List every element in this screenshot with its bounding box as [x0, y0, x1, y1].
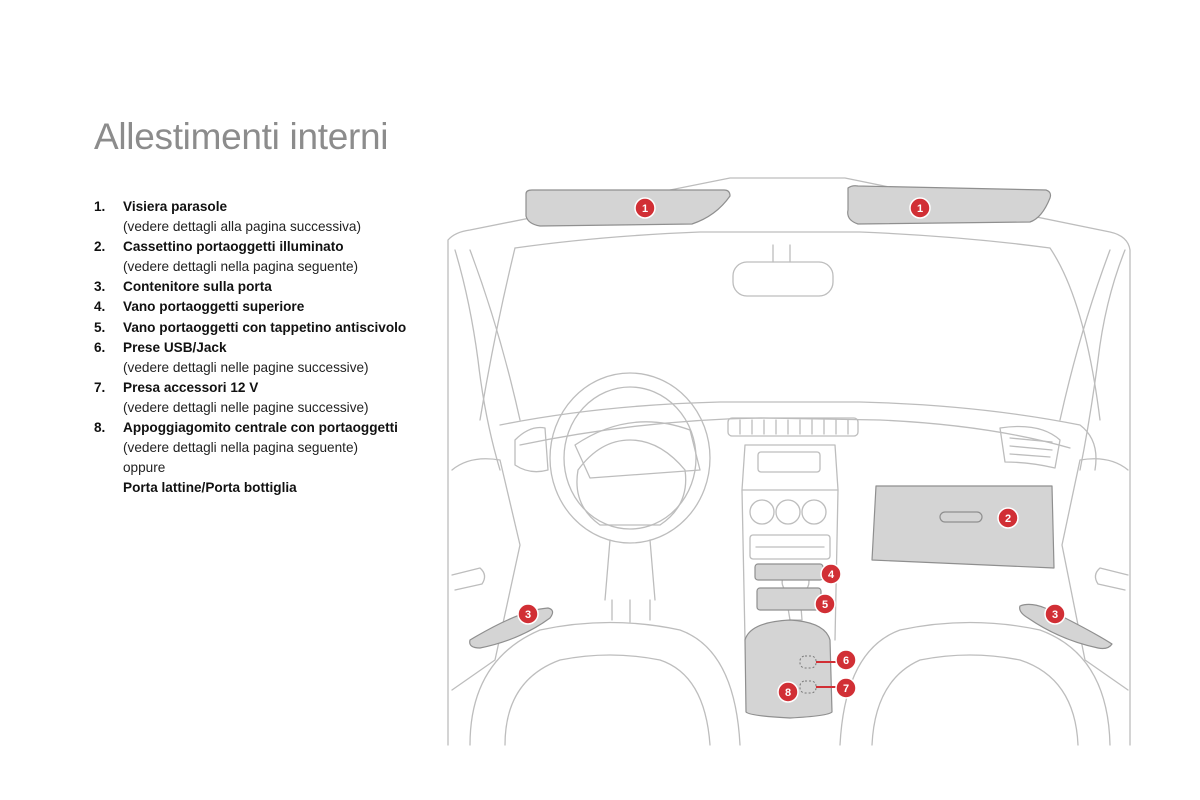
- legend-number: 6.: [94, 339, 106, 355]
- climate-knob-right: [801, 499, 827, 525]
- legend-number: 8.: [94, 420, 106, 436]
- door-pocket-left-highlight: [469, 607, 554, 649]
- marker-4: 4: [820, 563, 842, 585]
- dashboard-top: [499, 401, 1097, 471]
- center-air-vent: [727, 417, 859, 437]
- center-vent-slats: [739, 419, 849, 435]
- windshield-outline: [447, 177, 1131, 746]
- instrument-cluster: [574, 421, 701, 479]
- steering-column: [604, 539, 656, 601]
- marker-label: 8: [785, 687, 791, 699]
- legend-item-8: 8. Appoggiagomito centrale con portaogge…: [94, 418, 424, 498]
- marker-5: 5: [814, 593, 836, 615]
- center-display: [757, 451, 821, 473]
- legend-item-3: 3. Contenitore sulla porta: [94, 277, 424, 297]
- left-door-panel: [451, 458, 521, 691]
- legend-note-or: oppure: [123, 460, 166, 476]
- left-air-vent: [514, 426, 549, 473]
- legend-name: Visiera parasole: [123, 199, 228, 214]
- rearview-mirror: [732, 261, 834, 297]
- marker-label: 4: [828, 569, 835, 581]
- upper-tray-highlight: [754, 563, 824, 581]
- marker-label: 6: [843, 655, 849, 667]
- marker-3-left: 3: [517, 603, 539, 625]
- legend-number: 1.: [94, 199, 106, 214]
- right-seat: [839, 621, 1111, 746]
- legend-name: Cassettino portaoggetti illuminato: [123, 239, 344, 255]
- legend-note: (vedere dettagli nella pagina seguente): [123, 440, 359, 456]
- legend-item-6: 6. Prese USB/Jack (vedere dettagli nelle…: [94, 338, 424, 378]
- socket-12v-outline: [799, 680, 817, 694]
- marker-1-left: 1: [634, 197, 656, 219]
- marker-label: 1: [917, 203, 923, 215]
- armrest-highlight: [744, 619, 833, 719]
- right-vent-slats: [1009, 437, 1053, 458]
- steering-wheel-inner: [563, 386, 697, 530]
- legend-item-5: 5. Vano portaoggetti con tappetino antis…: [94, 318, 424, 338]
- right-air-vent: [999, 425, 1061, 469]
- legend-note: (vedere dettagli nelle pagine successive…: [123, 399, 369, 415]
- legend-alternative: Porta lattine/Porta bottiglia: [123, 480, 297, 496]
- legend-name: Contenitore sulla porta: [123, 279, 272, 295]
- sunvisor-right-highlight: [847, 185, 1052, 225]
- climate-knob-center: [775, 499, 801, 525]
- dashboard-edge: [519, 417, 1071, 449]
- right-seat-inner: [871, 654, 1079, 746]
- legend-note: (vedere dettagli alla pagina successiva): [123, 219, 362, 235]
- legend-item-1: 1. Visiera parasole (vedere dettagli all…: [94, 197, 424, 237]
- car-interior-diagram: 1 1 2 3 3 4 5 6 7 8: [447, 177, 1131, 746]
- marker-2: 2: [997, 507, 1019, 529]
- sunvisor-left-highlight: [525, 189, 731, 227]
- legend-number: 3.: [94, 279, 106, 295]
- marker-1-right: 1: [909, 197, 931, 219]
- legend-item-4: 4. Vano portaoggetti superiore: [94, 297, 424, 317]
- windshield-glass: [514, 231, 1101, 421]
- legend-number: 2.: [94, 239, 106, 255]
- legend-name: Appoggiagomito centrale con portaoggetti: [123, 420, 398, 436]
- marker-6: 6: [835, 649, 857, 671]
- steering-wheel: [549, 372, 711, 544]
- legend-name: Presa accessori 12 V: [123, 379, 259, 395]
- marker-label: 5: [822, 599, 828, 611]
- pedals: [611, 599, 651, 623]
- right-door-handle: [1094, 567, 1129, 591]
- right-door-panel: [1061, 458, 1129, 691]
- right-a-pillar: [1059, 249, 1126, 471]
- legend-name: Vano portaoggetti con tappetino antisciv…: [123, 319, 407, 335]
- climate-knob-left: [749, 499, 775, 525]
- legend-name: Vano portaoggetti superiore: [123, 299, 305, 315]
- legend-number: 5.: [94, 319, 106, 335]
- glovebox-highlight: [871, 485, 1055, 569]
- mat-tray-highlight: [756, 587, 822, 611]
- mirror-mount: [772, 244, 791, 263]
- left-seat: [469, 621, 741, 746]
- legend-item-7: 7. Presa accessori 12 V (vedere dettagli…: [94, 378, 424, 418]
- radio-unit: [749, 534, 831, 560]
- page-title: Allestimenti interni: [94, 116, 389, 157]
- door-pocket-right-highlight: [1019, 603, 1113, 650]
- marker-label: 1: [642, 203, 648, 215]
- legend-note: (vedere dettagli nelle pagine successive…: [123, 359, 369, 375]
- marker-label: 3: [525, 609, 531, 621]
- usb-jack-outline: [799, 655, 817, 669]
- legend-number: 4.: [94, 299, 106, 315]
- left-door-handle: [451, 567, 486, 591]
- marker-8: 8: [777, 681, 799, 703]
- left-a-pillar: [454, 249, 521, 471]
- marker-label: 7: [843, 683, 849, 695]
- legend-list: 1. Visiera parasole (vedere dettagli all…: [94, 197, 424, 498]
- marker-7: 7: [835, 677, 857, 699]
- marker-3-right: 3: [1044, 603, 1066, 625]
- legend-number: 7.: [94, 379, 106, 395]
- legend-item-2: 2. Cassettino portaoggetti illuminato (v…: [94, 237, 424, 277]
- legend-note: (vedere dettagli nella pagina seguente): [123, 259, 359, 275]
- marker-label: 2: [1005, 513, 1011, 525]
- legend-name: Prese USB/Jack: [123, 339, 227, 355]
- steering-hub: [576, 439, 687, 526]
- left-seat-inner: [504, 654, 711, 746]
- marker-label: 3: [1052, 609, 1058, 621]
- glovebox-handle: [939, 511, 983, 523]
